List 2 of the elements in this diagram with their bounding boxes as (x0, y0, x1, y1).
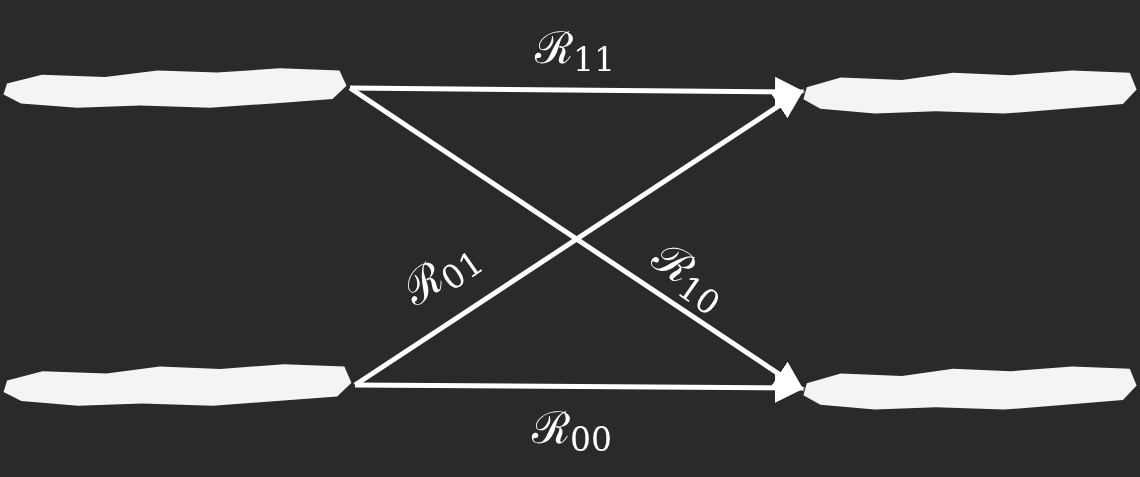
arrow (355, 372, 805, 403)
arrow (349, 76, 805, 107)
